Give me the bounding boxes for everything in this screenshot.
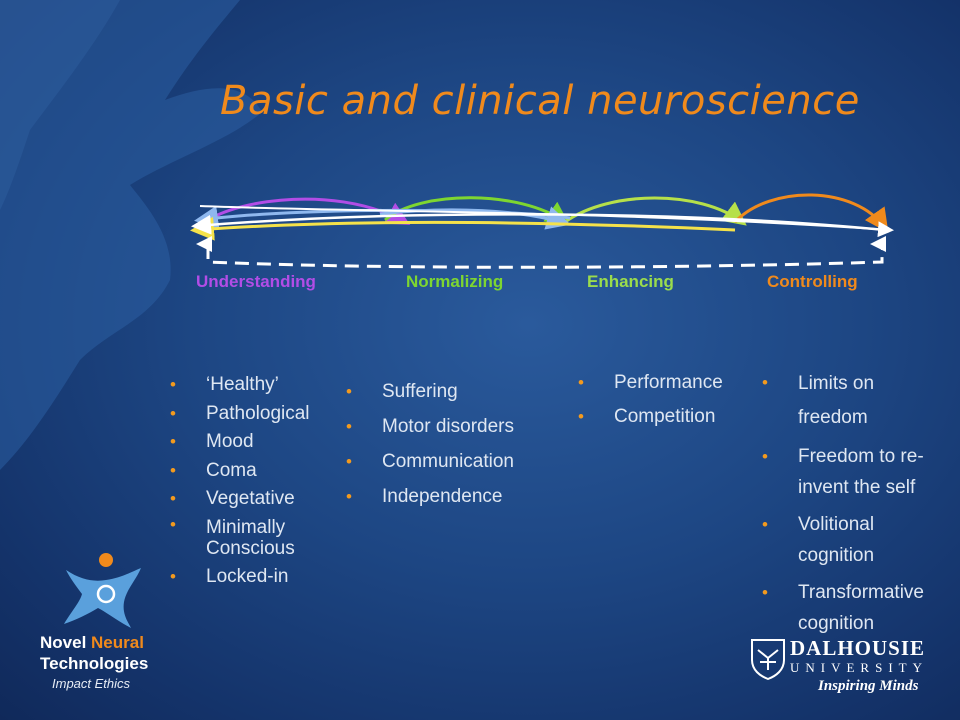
list-item: Transformative cognition	[762, 577, 960, 639]
controlling-list: Limits on freedom Freedom to re-invent t…	[762, 367, 960, 639]
page-title: Basic and clinical neuroscience	[220, 78, 860, 124]
understanding-list: ‘Healthy’ Pathological Mood Coma Vegetat…	[170, 371, 316, 591]
dalhousie-university: UNIVERSITY	[790, 660, 928, 675]
list-item: ‘Healthy’	[170, 371, 316, 400]
list-item: Mood	[170, 428, 316, 457]
list-item: Volitional cognition	[762, 509, 960, 571]
normalizing-list: Suffering Motor disorders Communication …	[346, 374, 514, 514]
list-item: Communication	[346, 444, 514, 479]
list-item: Pathological	[170, 400, 316, 429]
dalhousie-tagline: Inspiring Minds	[818, 678, 919, 694]
list-item: Coma	[170, 457, 316, 486]
stage-label-enhancing: Enhancing	[587, 272, 674, 291]
novel-neural-logo-text: Novel Neural Technologies	[40, 633, 149, 673]
stage-label-normalizing: Normalizing	[406, 272, 504, 291]
list-item: Limits on freedom	[762, 367, 960, 435]
list-item: Locked-in	[170, 563, 316, 592]
stage-label-controlling: Controlling	[767, 272, 858, 291]
list-item: Motor disorders	[346, 409, 514, 444]
stage-arrows-diagram	[190, 193, 894, 269]
dalhousie-name: DALHOUSIE	[790, 636, 926, 660]
list-item: Freedom to re-invent the self	[762, 441, 960, 503]
list-item: Suffering	[346, 374, 514, 409]
list-item: Minimally Conscious	[170, 514, 316, 563]
list-item: Independence	[346, 479, 514, 514]
stage-label-understanding: Understanding	[196, 272, 316, 291]
enhancing-list: Performance Competition	[578, 366, 723, 434]
novel-neural-logo-icon	[64, 553, 141, 628]
list-item: Performance	[578, 366, 723, 400]
impact-ethics-text: Impact Ethics	[52, 676, 131, 691]
list-item: Vegetative	[170, 485, 316, 514]
dalhousie-crest-icon	[751, 639, 785, 680]
list-item: Competition	[578, 400, 723, 434]
